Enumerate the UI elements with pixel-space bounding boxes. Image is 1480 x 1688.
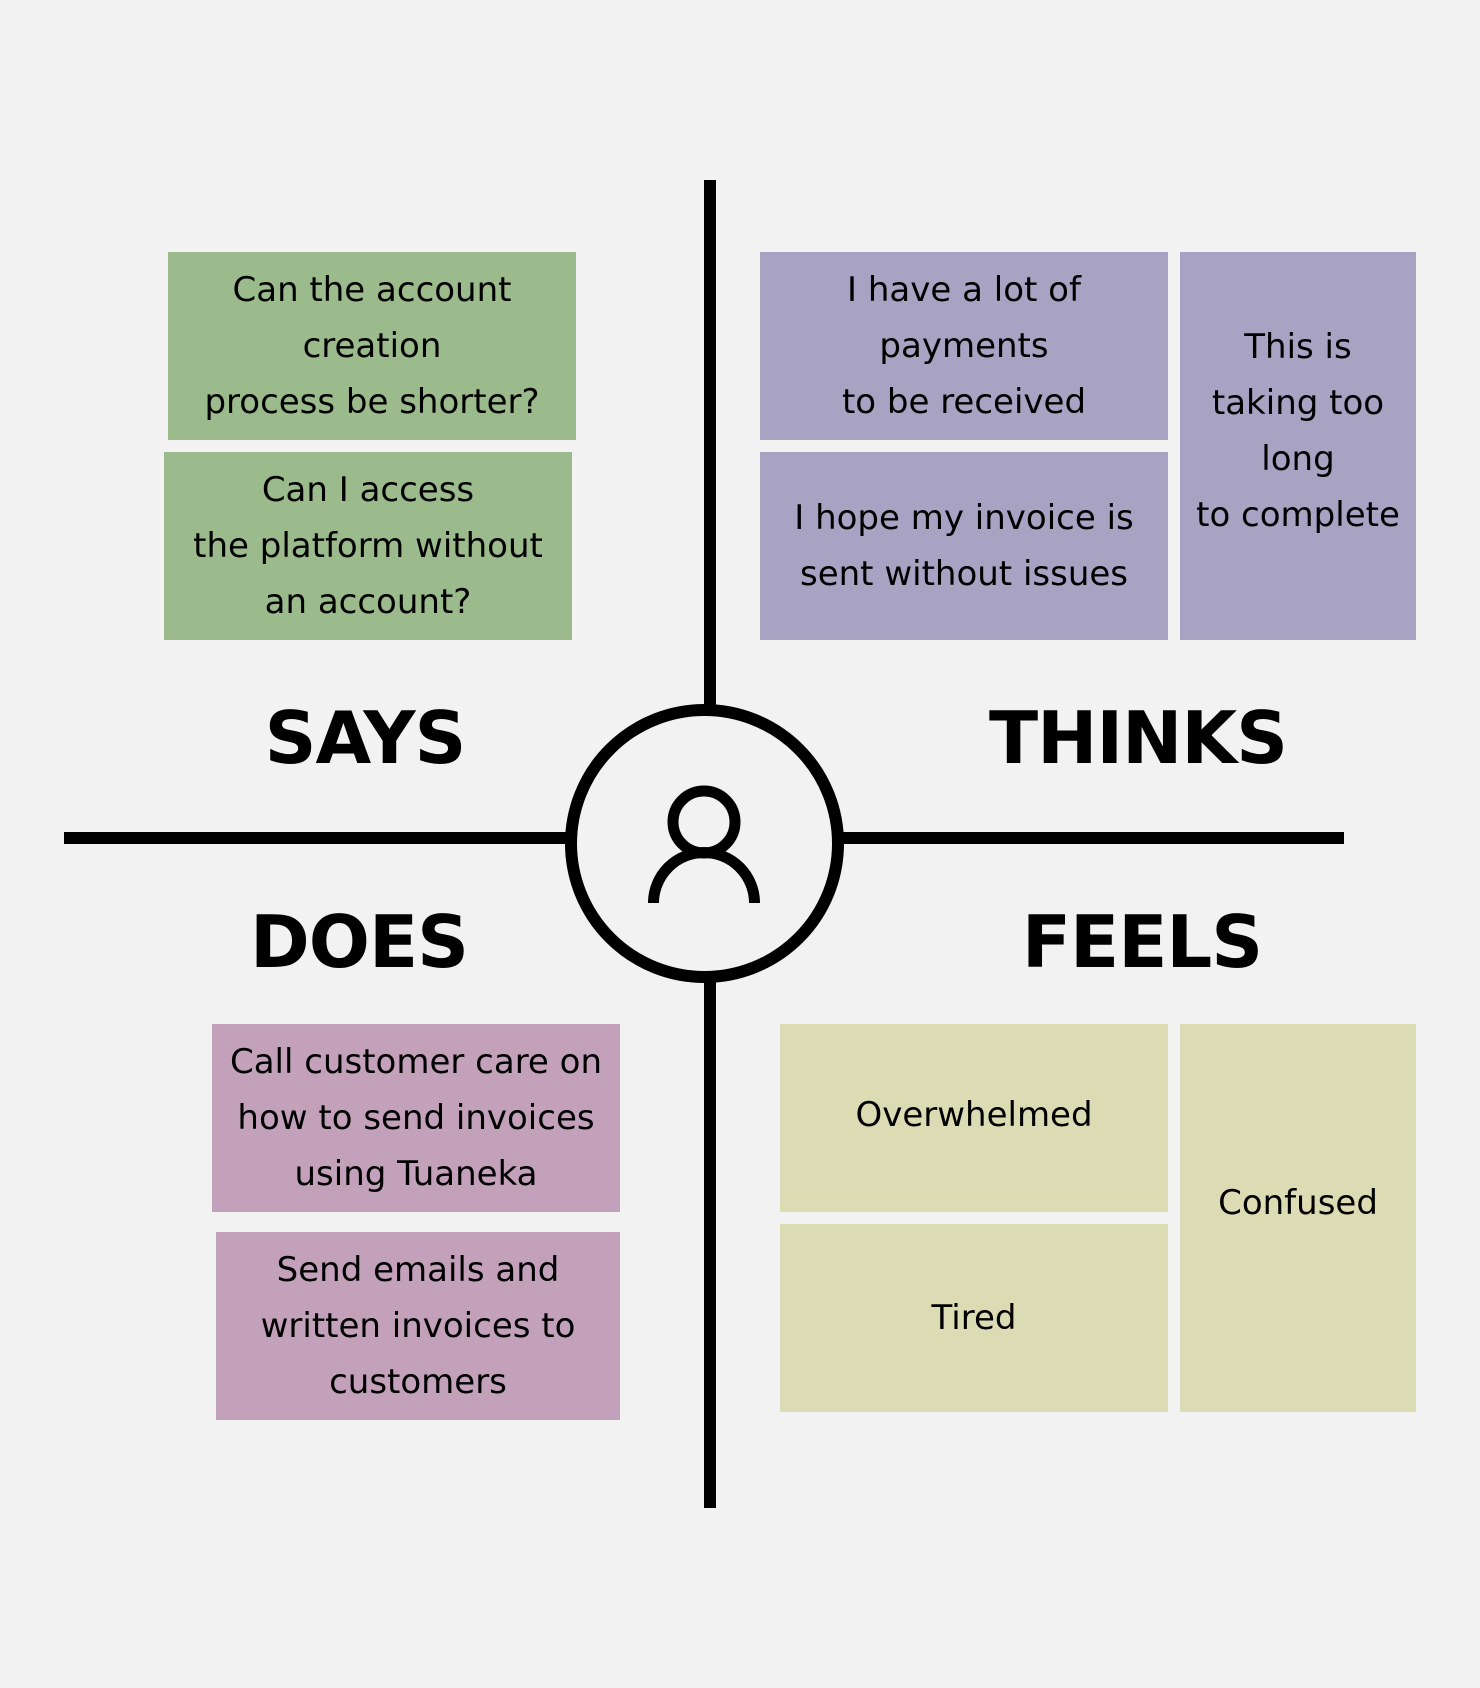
sticky-note-feels[interactable]: Overwhelmed xyxy=(780,1024,1168,1212)
sticky-note-thinks[interactable]: I hope my invoice is sent without issues xyxy=(760,452,1168,640)
quadrant-label-says: SAYS xyxy=(264,696,467,780)
quadrant-label-thinks: THINKS xyxy=(988,696,1288,780)
user-icon xyxy=(648,785,760,904)
sticky-note-does[interactable]: Call customer care on how to send invoic… xyxy=(212,1024,620,1212)
quadrant-label-feels: FEELS xyxy=(1021,900,1263,984)
sticky-note-thinks[interactable]: I have a lot of payments to be received xyxy=(760,252,1168,440)
sticky-note-thinks[interactable]: This is taking too long to complete xyxy=(1180,252,1416,640)
vertical-axis-bottom xyxy=(704,978,716,1508)
horizontal-axis-left xyxy=(64,832,570,844)
quadrant-label-does: DOES xyxy=(249,900,469,984)
sticky-note-says[interactable]: Can I access the platform without an acc… xyxy=(164,452,572,640)
vertical-axis-top xyxy=(704,180,716,710)
sticky-note-feels[interactable]: Confused xyxy=(1180,1024,1416,1412)
sticky-note-does[interactable]: Send emails and written invoices to cust… xyxy=(216,1232,620,1420)
sticky-note-says[interactable]: Can the account creation process be shor… xyxy=(168,252,576,440)
horizontal-axis-right xyxy=(838,832,1344,844)
sticky-note-feels[interactable]: Tired xyxy=(780,1224,1168,1412)
